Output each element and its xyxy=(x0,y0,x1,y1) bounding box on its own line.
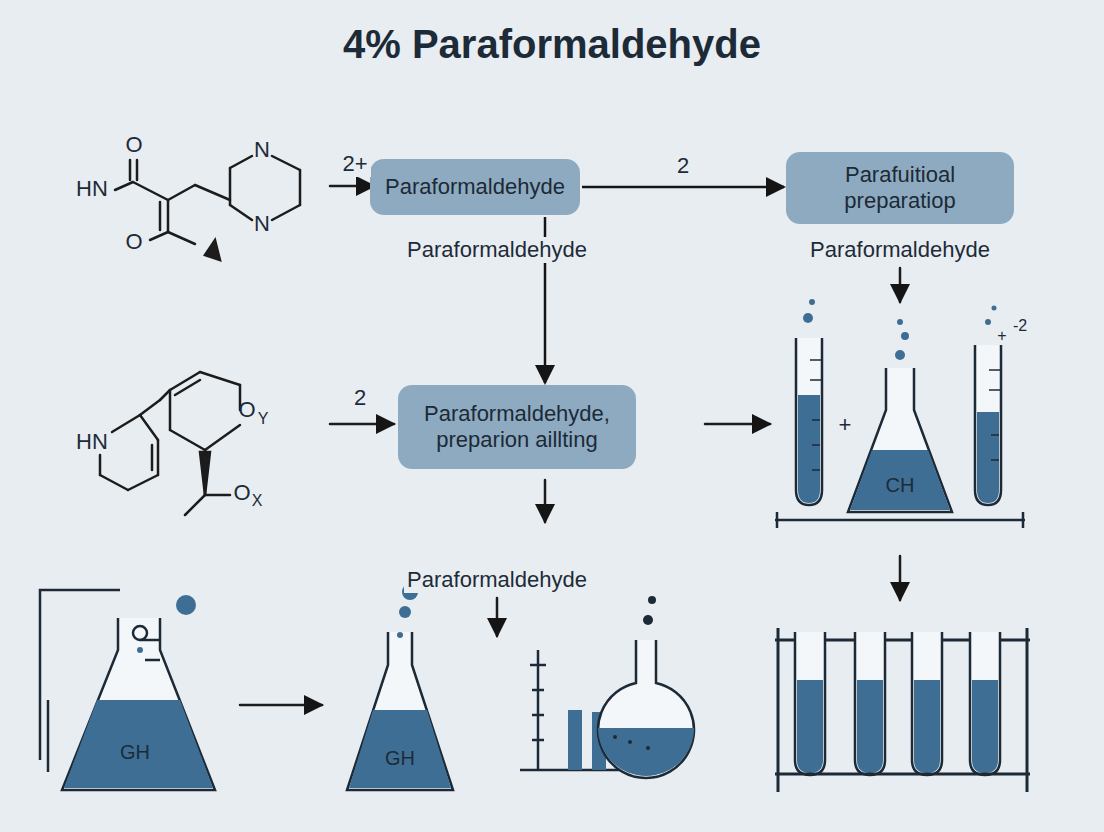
atom-symbol: + xyxy=(994,327,1009,345)
box-text: Parafuitioal preparatiop xyxy=(800,162,1000,215)
atom-symbol: + xyxy=(839,412,852,437)
tube-liquid xyxy=(797,680,823,773)
atom-symbol: HN xyxy=(76,429,108,454)
atom-symbol: O xyxy=(233,480,250,505)
box-text: Paraformaldehyde xyxy=(384,174,566,200)
atom-symbol: X xyxy=(249,492,266,510)
text-label: GH xyxy=(382,747,418,770)
text-label: Paraformaldehyde xyxy=(404,237,590,262)
tube-liquid xyxy=(972,680,998,773)
text-label: Paraformaldehyde xyxy=(404,567,590,592)
atom-symbol: O xyxy=(125,132,142,157)
tube-liquid xyxy=(914,680,940,773)
arrow-connector xyxy=(582,186,784,189)
box-text: Paraformaldehyde, preparion aillting xyxy=(412,401,622,454)
atom-symbol: O xyxy=(125,229,142,254)
test-tube xyxy=(970,632,1000,775)
text-label: CH xyxy=(883,474,918,497)
atom-symbol: -2 xyxy=(1010,317,1030,335)
atom-symbol: N xyxy=(254,211,270,236)
text-label: 2+ xyxy=(339,151,370,176)
process-box: Paraformaldehyde, preparion aillting xyxy=(398,385,636,469)
title: 4% Paraformaldehyde xyxy=(0,22,1104,67)
process-box: Paraformaldehyde xyxy=(370,159,580,215)
test-tube xyxy=(795,632,825,775)
text-label: 2 xyxy=(351,385,369,410)
tube-liquid xyxy=(857,680,883,773)
atom-symbol: N xyxy=(254,137,270,162)
edge-label: 2 xyxy=(674,153,692,179)
atom-symbol: HN xyxy=(76,176,108,201)
atom-symbol: Y xyxy=(255,410,272,428)
test-tube xyxy=(912,632,942,775)
text-label: Paraformaldehyde xyxy=(807,237,993,262)
atom-symbol: O xyxy=(238,397,255,422)
process-box: Parafuitioal preparatiop xyxy=(786,152,1014,225)
test-tube xyxy=(855,632,885,775)
text-label: GH xyxy=(117,741,153,764)
